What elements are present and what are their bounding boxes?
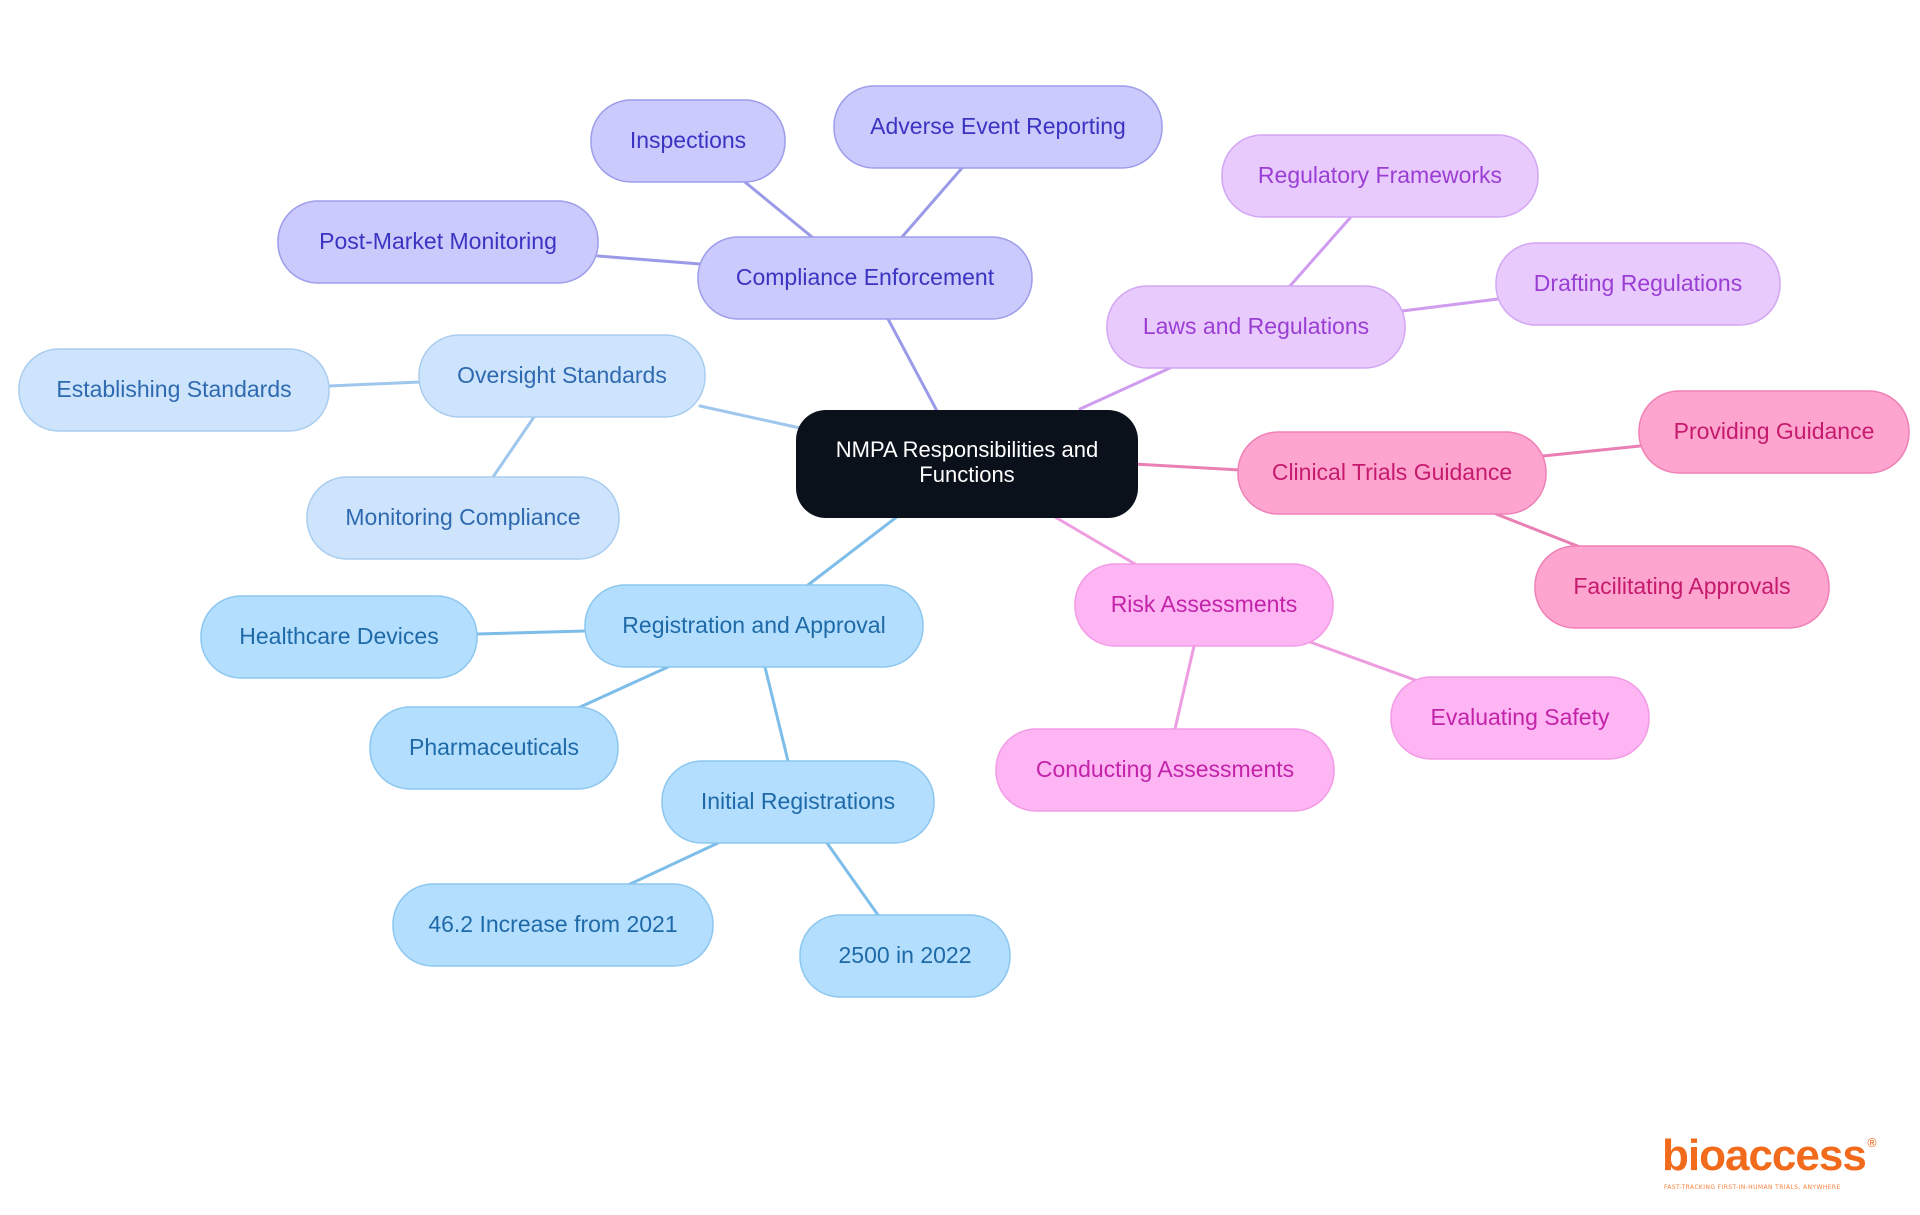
node-drafting-label: Drafting Regulations [1534,270,1742,296]
connector-line-oversight [327,380,422,388]
node-inspections[interactable]: Inspections [590,99,786,183]
connector-line-registration [576,665,670,710]
node-clinical-box [1237,431,1547,515]
connector-line-registration [763,665,790,763]
node-frameworks-label: Regulatory Frameworks [1258,162,1502,188]
node-pharma[interactable]: Pharmaceuticals [369,706,619,790]
node-initial[interactable]: Initial Registrations [661,760,935,844]
node-initial-label: Initial Registrations [701,788,895,814]
node-drafting[interactable]: Drafting Regulations [1495,242,1781,326]
logo-wordmark: bioaccess [1662,1131,1867,1180]
node-approvals[interactable]: Facilitating Approvals [1534,545,1830,629]
connector-line-laws [1078,366,1172,411]
node-count-box [799,914,1011,998]
node-pharma-box [369,706,619,790]
connector-line-oversight [491,415,536,479]
node-compliance-box [697,236,1033,320]
node-adverse[interactable]: Adverse Event Reporting [833,85,1163,169]
node-compliance[interactable]: Compliance Enforcement [697,236,1033,320]
node-pharma-label: Pharmaceuticals [409,734,579,760]
node-monitoring[interactable]: Monitoring Compliance [306,476,620,560]
node-compliance-label: Compliance Enforcement [736,264,995,290]
node-laws-box [1106,285,1406,369]
connector-line-laws [1288,216,1352,288]
connector-line-risk [1308,640,1417,682]
root-node-box [796,410,1138,518]
node-inspections-label: Inspections [630,127,746,153]
node-laws-label: Laws and Regulations [1143,313,1369,339]
node-inspections-box [590,99,786,183]
logo-tagline: FAST-TRACKING FIRST-IN-HUMAN TRIALS, ANY… [1664,1184,1841,1191]
connector-lines [327,166,1642,917]
node-oversight[interactable]: Oversight Standards [418,334,706,418]
node-monitoring-box [306,476,620,560]
node-postmarket-box [277,200,599,284]
connector-line-compliance [596,254,702,266]
logo-registered-mark: ® [1866,1136,1878,1150]
node-increase-label: 46.2 Increase from 2021 [428,911,677,937]
node-safety-label: Evaluating Safety [1430,704,1610,730]
node-conducting[interactable]: Conducting Assessments [995,728,1335,812]
connector-line-laws [1400,297,1500,313]
node-clinical-label: Clinical Trials Guidance [1272,459,1512,485]
connector-line-risk [1053,515,1137,566]
node-laws[interactable]: Laws and Regulations [1106,285,1406,369]
node-registration[interactable]: Registration and Approval [584,584,924,668]
node-increase-box [392,883,714,967]
node-establishing-box [18,348,330,432]
node-devices[interactable]: Healthcare Devices [200,595,478,679]
root-node-label: NMPA Responsibilities and [836,437,1099,462]
node-guidance-box [1638,390,1910,474]
node-guidance-label: Providing Guidance [1674,418,1875,444]
node-establishing-label: Establishing Standards [56,376,291,402]
connector-line-registration [825,841,880,917]
connector-line-clinical [1132,462,1242,472]
node-registration-box [584,584,924,668]
node-safety-box [1390,676,1650,760]
node-postmarket-label: Post-Market Monitoring [319,228,557,254]
node-risk-box [1074,563,1334,647]
node-clinical[interactable]: Clinical Trials Guidance [1237,431,1547,515]
connector-line-registration [806,514,900,587]
connector-line-compliance [900,166,964,239]
node-adverse-box [833,85,1163,169]
node-risk-label: Risk Assessments [1111,591,1298,617]
node-initial-box [661,760,935,844]
node-establishing[interactable]: Establishing Standards [18,348,330,432]
bioaccess-logo: bioaccess ® FAST-TRACKING FIRST-IN-HUMAN… [1662,1132,1882,1194]
node-conducting-label: Conducting Assessments [1036,756,1294,782]
node-increase[interactable]: 46.2 Increase from 2021 [392,883,714,967]
node-guidance[interactable]: Providing Guidance [1638,390,1910,474]
connector-line-clinical [1541,444,1642,458]
node-count[interactable]: 2500 in 2022 [799,914,1011,998]
node-registration-label: Registration and Approval [622,612,885,638]
node-oversight-box [418,334,706,418]
node-oversight-label: Oversight Standards [457,362,667,388]
node-safety[interactable]: Evaluating Safety [1390,676,1650,760]
node-frameworks-box [1221,134,1539,218]
connector-line-oversight [698,404,802,430]
node-postmarket[interactable]: Post-Market Monitoring [277,200,599,284]
node-adverse-label: Adverse Event Reporting [870,113,1126,139]
node-risk[interactable]: Risk Assessments [1074,563,1334,647]
connector-line-clinical [1494,512,1582,549]
connector-line-registration [626,841,720,887]
connector-line-registration [475,629,587,636]
node-conducting-box [995,728,1335,812]
node-approvals-box [1534,545,1830,629]
node-count-label: 2500 in 2022 [838,942,971,968]
root-node-label: Functions [919,462,1014,487]
node-frameworks[interactable]: Regulatory Frameworks [1221,134,1539,218]
connector-line-risk [1173,644,1196,731]
node-drafting-box [1495,242,1781,326]
node-devices-box [200,595,478,679]
node-monitoring-label: Monitoring Compliance [345,504,580,530]
node-devices-label: Healthcare Devices [239,623,438,649]
connector-line-compliance [738,176,814,239]
node-approvals-label: Facilitating Approvals [1573,573,1790,599]
connector-line-compliance [885,315,939,413]
